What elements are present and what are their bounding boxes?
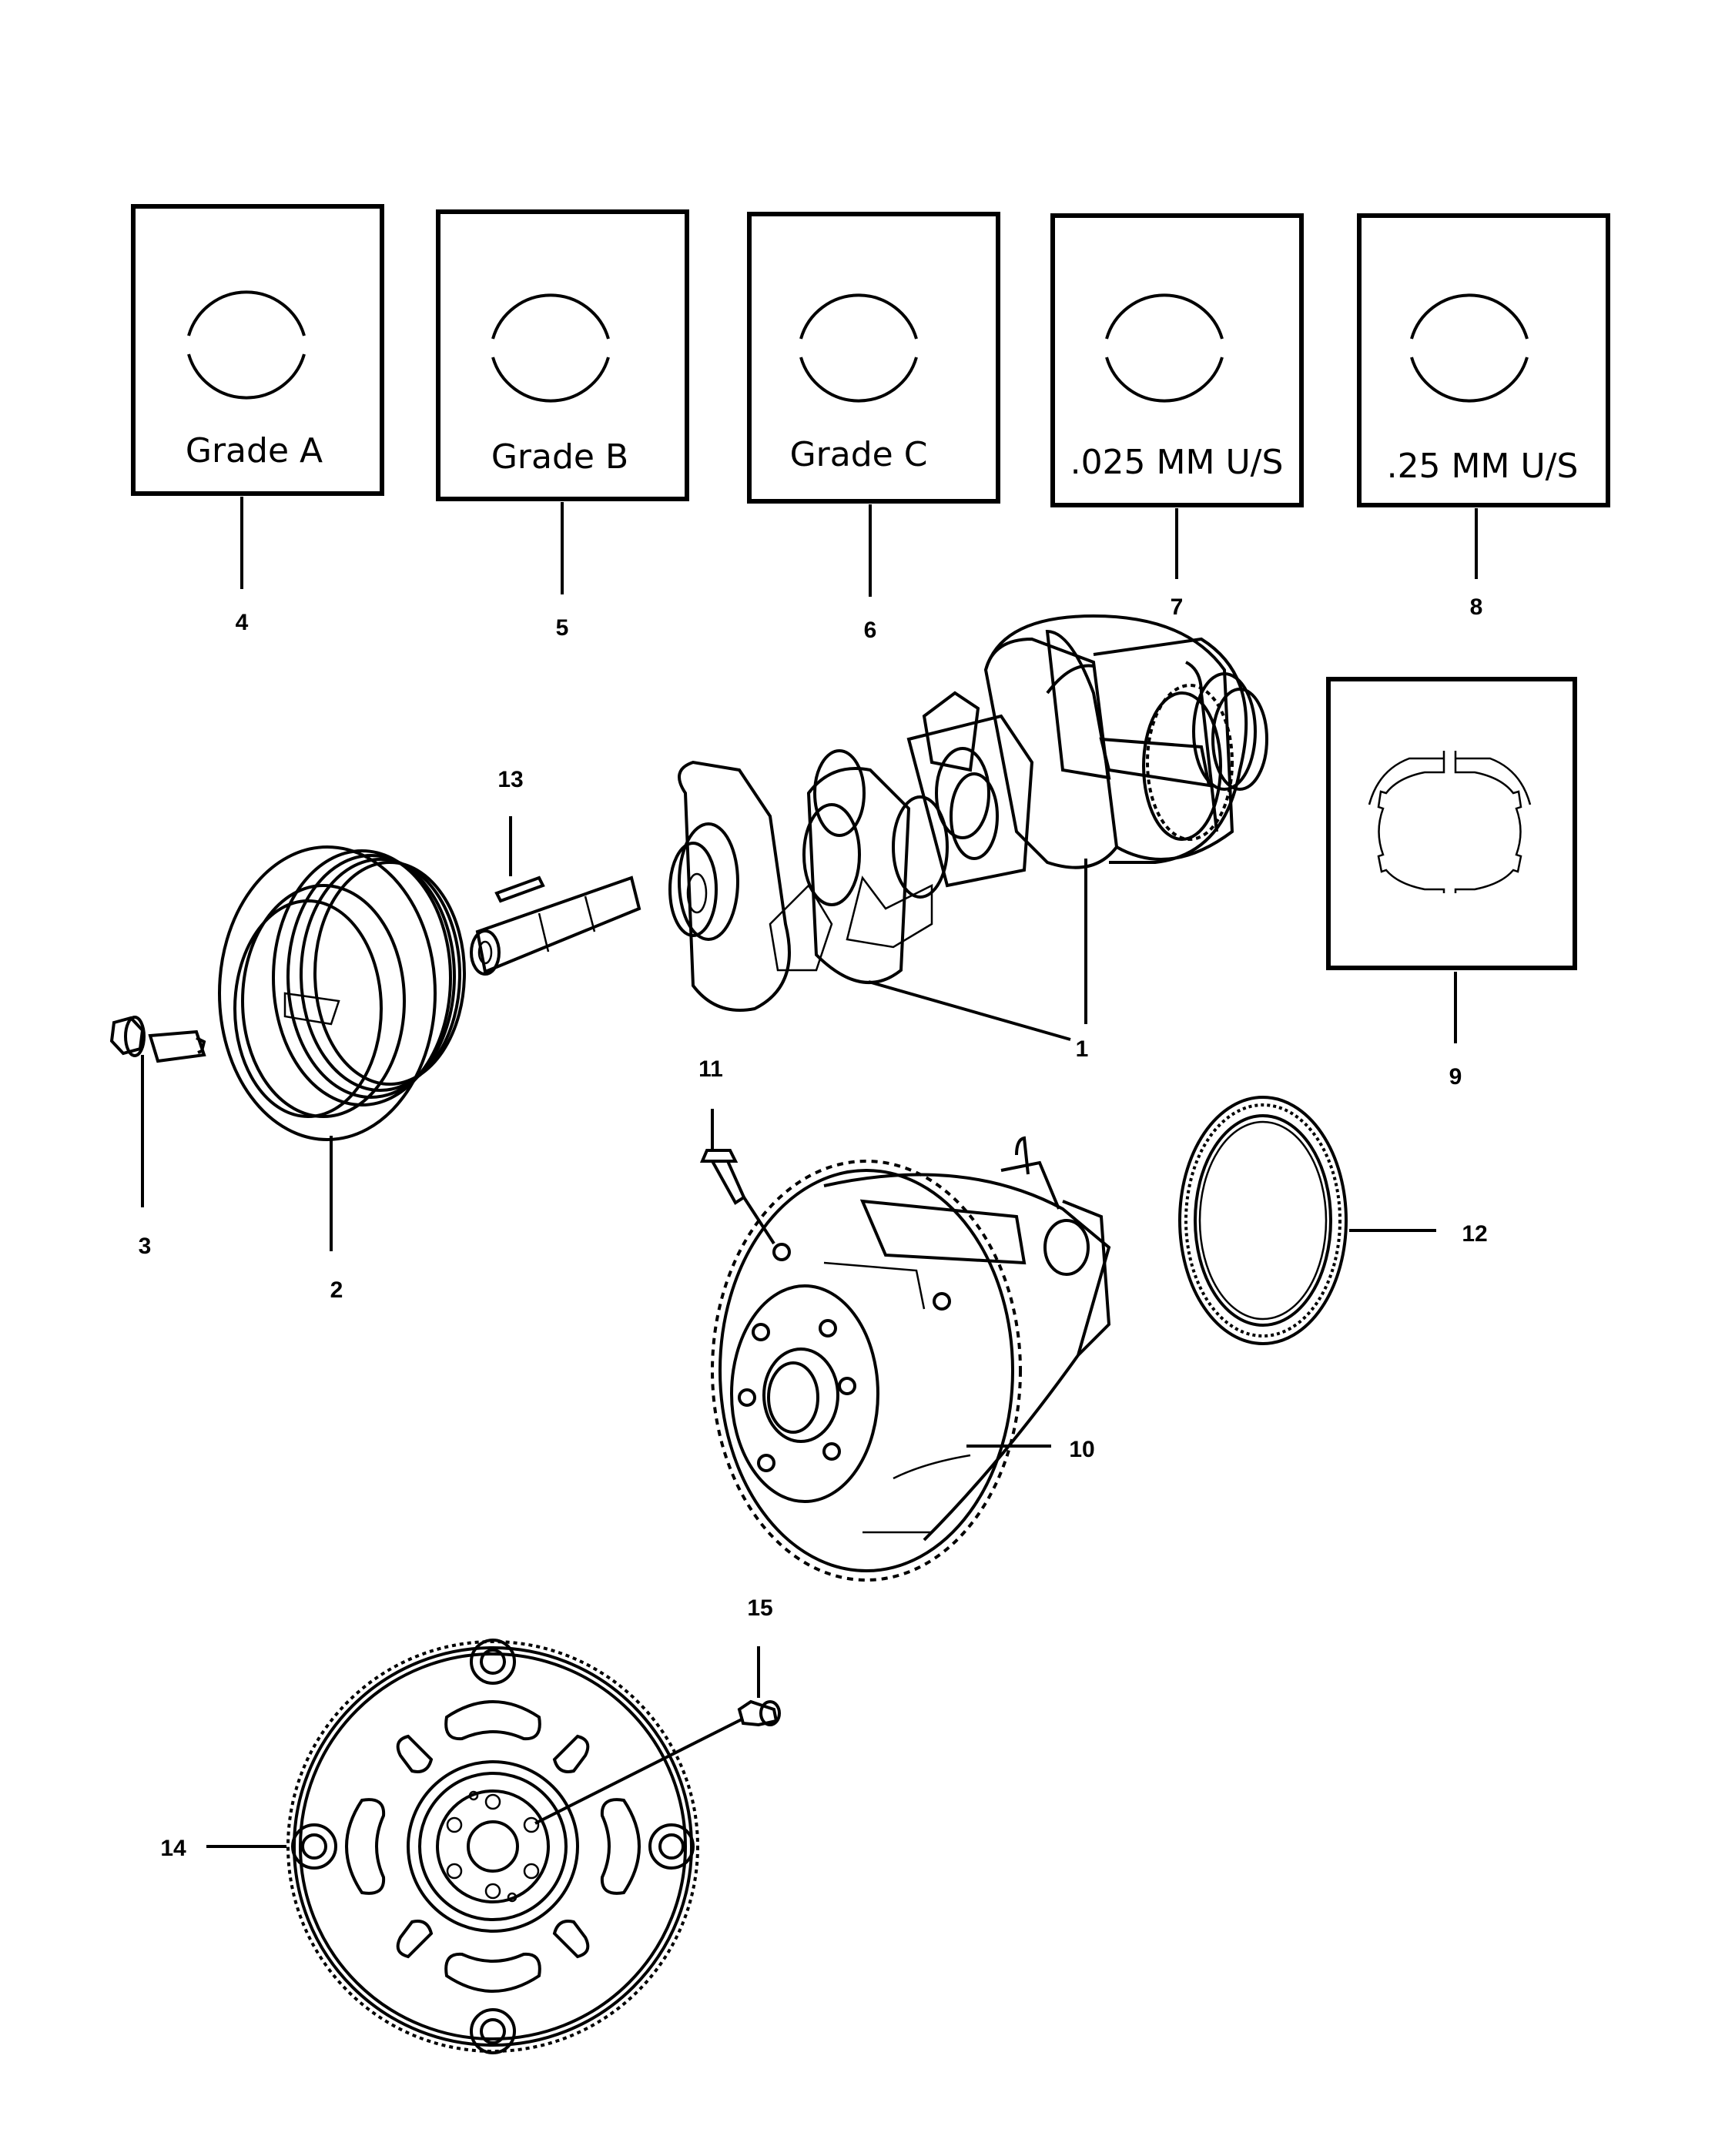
callout-2: 2 bbox=[330, 1277, 343, 1303]
callout-4: 4 bbox=[236, 610, 249, 635]
bearing-shell-icon bbox=[491, 293, 610, 403]
callout-12: 12 bbox=[1462, 1221, 1487, 1247]
crank-key: 13 bbox=[494, 767, 545, 903]
bearing-shell-icon bbox=[799, 293, 918, 403]
bearing-grade-label: .025 MM U/S bbox=[1070, 443, 1284, 482]
vibration-damper: 2 bbox=[218, 845, 466, 1303]
thrust-washer-box: 9 bbox=[1326, 677, 1577, 1090]
flexplate-bolt: 15 bbox=[534, 1595, 781, 1825]
bearing-shell-icon bbox=[1410, 293, 1529, 403]
callout-6: 6 bbox=[864, 618, 877, 643]
bearing-shell-icon bbox=[187, 290, 306, 400]
crank-tone-wheel: 10 bbox=[711, 1136, 1111, 1582]
bearing-shell-icon bbox=[1105, 293, 1224, 403]
bearing-box-grade-c: Grade C 6 bbox=[747, 212, 1000, 643]
callout-15: 15 bbox=[747, 1595, 772, 1621]
flexplate: 14 bbox=[160, 1639, 699, 2054]
crankshaft-drawing: 1 bbox=[470, 614, 1268, 1062]
bearing-box-25-mm-us: .25 MM U/S 8 bbox=[1357, 213, 1610, 620]
thrust-washer-icon bbox=[1368, 751, 1532, 893]
callout-13: 13 bbox=[497, 767, 523, 792]
tone-wheel-screw: 11 bbox=[698, 1056, 775, 1245]
bearing-grade-label: Grade A bbox=[186, 431, 323, 470]
callout-8: 8 bbox=[1470, 594, 1483, 620]
callout-10: 10 bbox=[1069, 1437, 1094, 1462]
callout-7: 7 bbox=[1171, 594, 1184, 620]
bearing-grade-label: .25 MM U/S bbox=[1387, 447, 1579, 486]
callout-11: 11 bbox=[698, 1056, 723, 1082]
callout-5: 5 bbox=[556, 615, 569, 641]
bearing-grade-label: Grade C bbox=[790, 435, 928, 474]
bearing-box-grade-b: Grade B 5 bbox=[436, 209, 689, 641]
callout-1: 1 bbox=[1076, 1036, 1089, 1062]
bearing-grade-label: Grade B bbox=[491, 437, 628, 477]
bearing-box-grade-a: Grade A 4 bbox=[131, 204, 384, 635]
callout-3: 3 bbox=[139, 1234, 152, 1259]
rear-main-seal: 12 bbox=[1178, 1096, 1488, 1345]
callout-9: 9 bbox=[1449, 1064, 1462, 1090]
bearing-box-025-mm-us: .025 MM U/S 7 bbox=[1050, 213, 1304, 620]
damper-bolt: 3 bbox=[109, 1016, 206, 1259]
callout-14: 14 bbox=[160, 1836, 186, 1861]
